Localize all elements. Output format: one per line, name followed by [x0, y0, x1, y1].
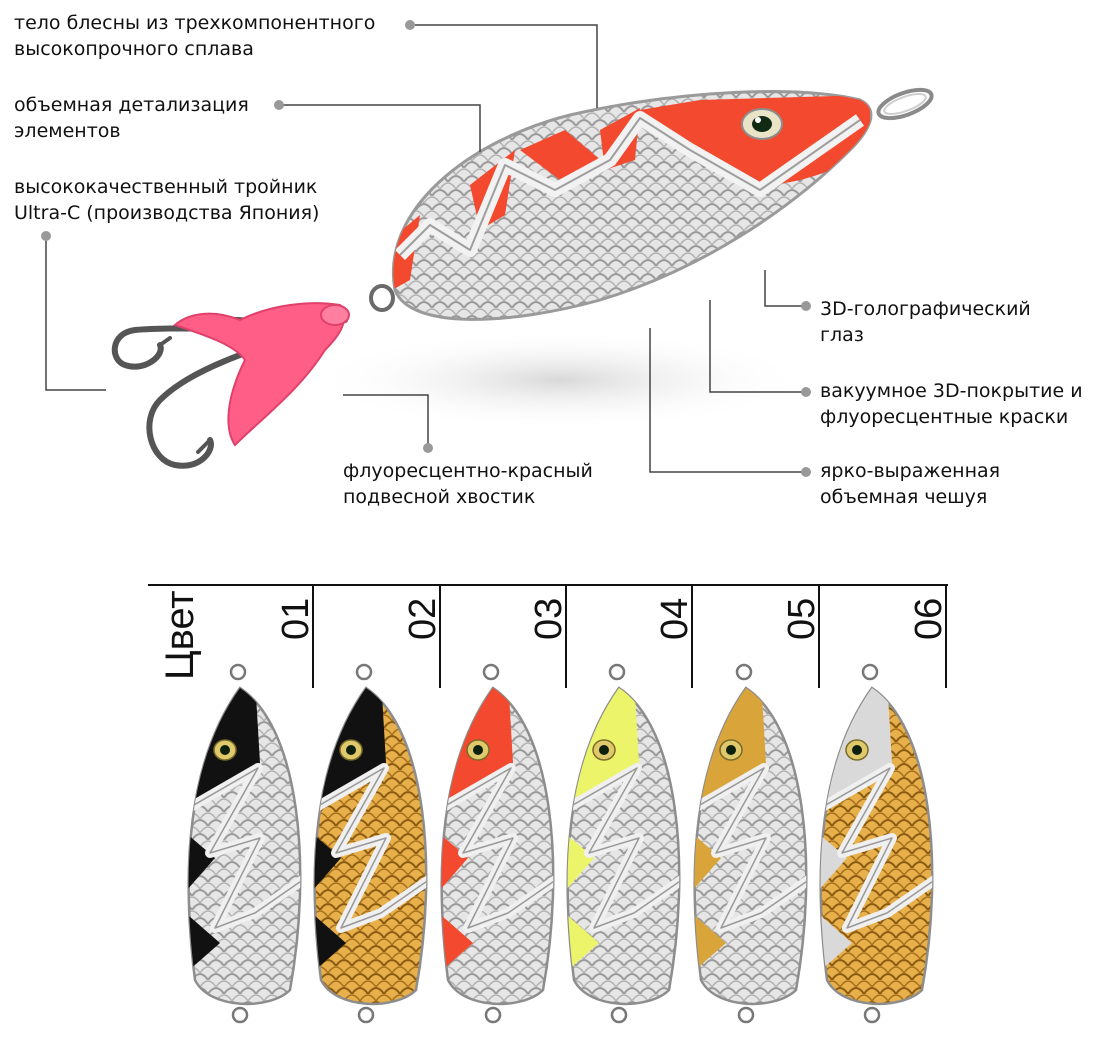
variant-lure-05 — [693, 663, 808, 1024]
callout-hook-line1: высококачественный тройник — [14, 176, 318, 198]
callout-coating-line1: вакуумное 3D-покрытие и — [820, 380, 1083, 402]
callout-body-alloy: тело блесны из трехкомпонентного высокоп… — [14, 10, 375, 62]
bottom-ring — [737, 1006, 755, 1024]
callout-hook: высококачественный тройник Ultra-C (прои… — [14, 174, 319, 226]
callout-dots — [41, 20, 811, 477]
top-ring — [355, 663, 373, 681]
callout-hook-line2: Ultra-C (производства Япония) — [14, 202, 320, 224]
bottom-ring — [231, 1006, 249, 1024]
top-ring — [735, 663, 753, 681]
callout-scales-line1: ярко-выраженная — [820, 460, 1001, 482]
variant-lure-04 — [566, 663, 681, 1024]
callout-detail-line1: объемная детализация — [14, 94, 249, 116]
swatch-number-03: 03 — [528, 597, 570, 640]
callout-eye-line1: 3D-голографический — [820, 298, 1031, 320]
split-ring — [876, 87, 934, 121]
callout-coating: вакуумное 3D-покрытие и флуоресцентные к… — [820, 378, 1083, 430]
pink-tail — [173, 302, 350, 447]
bottom-ring — [484, 1006, 502, 1024]
swatch-header: Цвет — [158, 590, 202, 680]
variant-lure-02 — [313, 663, 428, 1024]
top-ring — [608, 663, 626, 681]
bottom-ring — [357, 1006, 375, 1024]
callout-detail-line2: элементов — [14, 120, 121, 142]
swatch-number-01: 01 — [275, 597, 317, 640]
variant-lure-01 — [187, 663, 302, 1024]
callout-coating-line2: флуоресцентные краски — [820, 406, 1069, 428]
variant-lure-06 — [819, 663, 934, 1024]
lure-body — [391, 90, 873, 321]
holographic-eye — [741, 108, 783, 140]
callout-scales-line2: объемная чешуя — [820, 486, 988, 508]
swatch-number-06: 06 — [908, 597, 950, 640]
swatch-number-05: 05 — [781, 597, 823, 640]
callout-tail: флуоресцентно-красный подвесной хвостик — [343, 458, 593, 510]
hook-ring — [369, 284, 395, 312]
variant-lure-03 — [440, 663, 555, 1024]
top-ring — [861, 663, 879, 681]
bottom-ring — [610, 1006, 628, 1024]
swatch-grid — [148, 584, 948, 688]
callout-body-alloy-line1: тело блесны из трехкомпонентного — [14, 12, 376, 34]
callout-eye-line2: глаз — [820, 324, 864, 346]
callout-tail-line2: подвесной хвостик — [343, 486, 536, 508]
swatch-number-02: 02 — [402, 597, 444, 640]
callout-body-alloy-line2: высокопрочного сплава — [14, 38, 254, 60]
swatch-number-04: 04 — [654, 597, 696, 640]
top-ring — [229, 663, 247, 681]
variant-lures — [187, 663, 934, 1024]
callout-detail: объемная детализация элементов — [14, 92, 249, 144]
callout-eye: 3D-голографический глаз — [820, 296, 1031, 348]
bottom-ring — [863, 1006, 881, 1024]
callout-tail-line1: флуоресцентно-красный — [343, 460, 593, 482]
callout-lines — [45, 24, 806, 473]
callout-scales: ярко-выраженная объемная чешуя — [820, 458, 1000, 510]
lure-shadow — [310, 330, 810, 430]
top-ring — [482, 663, 500, 681]
